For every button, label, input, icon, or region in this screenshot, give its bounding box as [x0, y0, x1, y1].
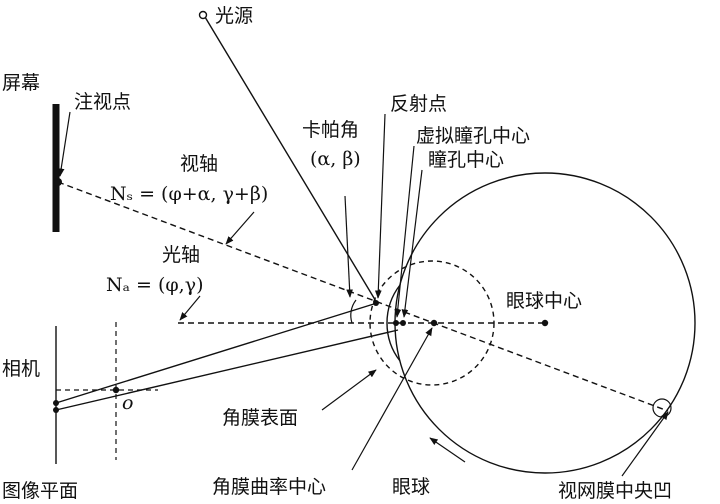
eyeball-label: 眼球	[392, 476, 430, 498]
light-source-point	[198, 10, 208, 20]
eyeball-center-label: 眼球中心	[506, 290, 582, 312]
image-plane-dot-lower	[53, 407, 59, 413]
fovea-pointer	[621, 411, 669, 477]
reflection-point-pointer	[374, 113, 386, 299]
gaze-point-pointer	[57, 111, 71, 177]
virtual-pupil-center-pointer	[394, 145, 415, 318]
eyeball-center-dot	[541, 319, 549, 327]
camera-origin-dot	[112, 386, 120, 394]
reflection-point-dot	[373, 300, 379, 306]
cornea-curvature-center-pointer	[351, 327, 433, 471]
eyeball-pointer	[429, 437, 466, 463]
reflection-point-label: 反射点	[390, 93, 447, 115]
pupil-center-label: 瞳孔中心	[428, 149, 504, 171]
camera-ray-upper	[55, 302, 378, 404]
fovea-label: 视网膜中央凹	[558, 480, 672, 502]
cornea-surface-label: 角膜表面	[222, 407, 298, 429]
cornea-surface-arc	[386, 284, 401, 362]
visual-axis-pointer	[225, 211, 255, 245]
visual-axis-label: 视轴	[180, 153, 218, 175]
kappa-angle-label: 卡帕角	[302, 119, 359, 141]
gaze-point-label: 注视点	[74, 91, 131, 113]
gaze-point-dot	[54, 178, 62, 186]
virtual-pupil-center-dot	[393, 320, 399, 326]
cornea-surface-pointer	[321, 369, 377, 411]
visual-axis-formula: Nₛ = (φ+α, γ+β)	[110, 183, 268, 205]
light-source-label: 光源	[215, 5, 253, 27]
image-plane-label: 图像平面	[2, 480, 78, 502]
kappa-angle-arc	[350, 299, 357, 324]
optical-axis-formula: Nₐ = (φ,γ)	[106, 274, 203, 296]
camera-label: 相机	[2, 358, 40, 380]
image-plane-dot-upper	[53, 400, 59, 406]
visual-axis-line	[57, 181, 669, 412]
pupil-center-pointer	[401, 169, 423, 318]
cornea-curvature-center-dot	[430, 319, 438, 327]
pupil-center-dot	[400, 320, 406, 326]
optical-axis-pointer	[179, 295, 201, 321]
cornea-curvature-center-label: 角膜曲率中心	[212, 476, 326, 498]
origin-label: o	[122, 392, 133, 414]
camera-ray-lower	[55, 329, 399, 411]
kappa-angle-pointer	[344, 195, 353, 298]
virtual-pupil-center-label: 虚拟瞳孔中心	[416, 125, 530, 147]
kappa-angle-symbols: (α, β)	[310, 148, 361, 170]
screen-label: 屏幕	[2, 72, 40, 94]
optical-axis-label: 光轴	[162, 244, 200, 266]
